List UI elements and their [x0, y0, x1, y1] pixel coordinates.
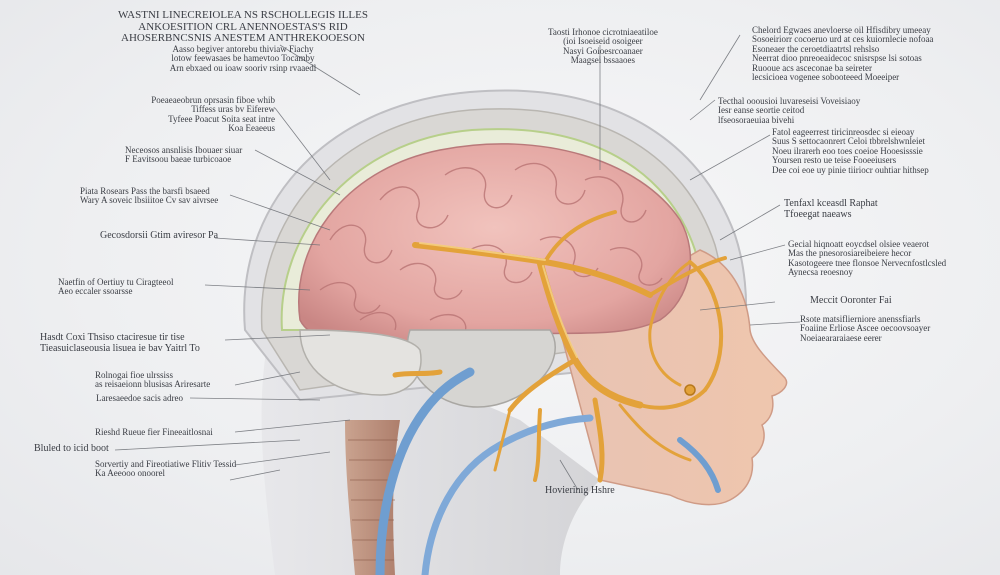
label-line: Tiffess uras bv Eiferew [191, 104, 275, 115]
label-line: Ruooue acs asceconae ba seireter [752, 62, 872, 73]
label-line: Rolnogai fioe ulrssiss [95, 370, 173, 380]
label-line: Aeo eccaler ssoarsse [58, 286, 133, 297]
label-line: Meccit Ooronter Fai [810, 295, 892, 306]
label-line: Wary A soveic lbsiiitoe Cv sav aivrsee [80, 195, 219, 206]
label-line: Foaiine Erliose Ascee oecoovsoayer [800, 323, 931, 334]
label-line: Arn ebxaed ou ioaw sooriv rsinp rvaaedl [169, 62, 317, 73]
label-line: lfseosoraeuiaa bivehi [718, 114, 795, 125]
label-top-mid: Taosti Irhonoe cicrotniaeatiloe (ioi Iso… [548, 27, 658, 66]
artery-branch-face [677, 437, 721, 493]
label-left-j: Bluled to icid boot [34, 443, 109, 455]
label-left-c: Piata Rosears Pass the barsfi bsaeed War… [80, 186, 219, 206]
label-line: ANKOESITION CRL ANENNOESTAS'S RID [138, 20, 348, 33]
label-line: Ka Aeeooo onoorel [95, 468, 165, 479]
artery [375, 367, 475, 575]
label-line: Kasotogeere tnee flonsoe Nervecnfostlcsl… [788, 257, 947, 268]
label-top-left: WASTNI LINECREIOLEA NS RSCHOLLEGIS ILLES… [118, 9, 368, 73]
label-top-right: Chelord Egwaes anevloerse oil Hfisdibry … [752, 25, 934, 83]
label-right-a: Tecthal ooousioi luvareseisi Voveisiaoy … [718, 96, 861, 125]
label-left-b: Neceosos ansnlisis Ibouaer siuar F Eavit… [125, 145, 243, 165]
label-line: Noeiaeararaiaese eerer [800, 332, 882, 343]
label-left-k: Sorvertiy and Fireotiatiwe Flitiv Tessid… [95, 459, 237, 479]
label-left-e: Naetfin of Oertiuy tu Ciragteeol Aeo ecc… [58, 277, 174, 297]
label-line: WASTNI LINECREIOLEA NS RSCHOLLEGIS ILLES [118, 9, 368, 21]
label-left-g: Rolnogai fioe ulrssiss as reisaeionn blu… [95, 370, 211, 390]
label-line: Dee coi eoe uy pinie tiiriocr ouhtiar hi… [772, 164, 929, 175]
label-line: Sosoeiriorr cocoeruo urd at ces kuiornle… [752, 34, 934, 45]
label-line: Tfoeegat naeaws [784, 208, 852, 220]
label-line: Piata Rosears Pass the barsfi bsaeed [80, 186, 210, 196]
label-line: Neerrat dioo pnreoeaidecoc snisrspse lsi… [752, 53, 922, 64]
label-line: Tenfaxl kceasdl Raphat [784, 198, 878, 209]
label-line: AHOSERBNCSNIS ANESTEM ANTHREKOOESON [121, 32, 365, 45]
label-bottom: Hovierinig Hshre [545, 485, 615, 497]
label-left-h: Laresaeedoe sacis adreo [96, 393, 183, 403]
label-line: lotow feewasaes be hamevtoo Tocamby [171, 53, 315, 64]
label-line: Neceosos ansnlisis Ibouaer siuar [125, 145, 243, 155]
label-right-d: Gecial hiqnoatt eoycdsel olsiee veaerot … [788, 239, 947, 278]
label-line: Mas the pnesorosiareibeiere hecor [788, 248, 912, 259]
label-line: Poeaeaeobrun oprsasin fiboe whib [151, 95, 275, 105]
label-line: Naetfin of Oertiuy tu Ciragteeol [58, 277, 174, 287]
label-line: Tieasuiclaseousia lisuea ie bav Yaitrl T… [40, 342, 200, 354]
label-line: Hasdt Coxi Thsiso ctaciresue tir tise [40, 332, 185, 343]
label-line: Chelord Egwaes anevloerse oil Hfisdibry … [752, 25, 931, 35]
label-line: Nasyi Goioesrcoanaer [563, 45, 643, 56]
label-left-i: Rieshd Rueue fier Fineeaitlosnai [95, 427, 213, 437]
nerve-ganglion [684, 384, 696, 396]
label-line: F Eavitsoou baeae turbicoaoe [125, 154, 232, 165]
label-line: Bluled to icid boot [34, 443, 109, 454]
label-line: Yoursen resto ue teise Fooeeiusers [772, 155, 897, 166]
label-line: Laresaeedoe sacis adreo [96, 393, 183, 403]
label-line: Esoneaer the ceroetdiaatrtsl rehslso [752, 43, 880, 54]
label-right-b: Fatol eageerrest tiricinreosdec si eieoa… [772, 127, 929, 175]
label-line: Taosti Irhonoe cicrotniaeatiloe [548, 27, 658, 37]
label-line: Maagsei bssaaoes [570, 55, 636, 66]
label-line: Gecial hiqnoatt eoycdsel olsiee veaerot [788, 239, 929, 249]
label-line: Aynecsa reoesnoy [788, 267, 853, 278]
label-line: (ioi Isoeiseid osoigeer [563, 36, 643, 47]
nerve-highlights [419, 242, 578, 358]
label-line: Fatol eageerrest tiricinreosdec si eieoa… [772, 127, 915, 137]
label-line: Sorvertiy and Fireotiatiwe Flitiv Tessid [95, 459, 237, 469]
label-left-d: Gecosdorsii Gtim aviresor Pa [100, 230, 219, 242]
label-line: Rsote matsiflierniore anenssfiarls [800, 314, 921, 324]
leader-lines [114, 34, 801, 491]
label-line: lecsicioea vogenee sobooteeed Moeeiper [752, 72, 900, 83]
label-line: Iesr eanse seortie ceitod [718, 105, 805, 116]
label-line: Tecthal ooousioi luvareseisi Voveisiaoy [718, 96, 861, 106]
brain-gyri [319, 162, 663, 333]
label-line: Gecosdorsii Gtim aviresor Pa [100, 230, 219, 241]
label-line: Koa Eeaeeus [228, 123, 275, 134]
label-line: as reisaeionn blusisas Ariresarte [95, 379, 211, 390]
label-line: Hovierinig Hshre [545, 485, 615, 496]
label-right-f: Rsote matsiflierniore anenssfiarls Foaii… [800, 314, 931, 343]
label-line: Noeu ilrarerh eoo toes coeioe Hooesisssi… [772, 145, 923, 156]
label-right-e: Meccit Ooronter Fai [810, 295, 892, 307]
label-line: Aasso begiver antorebu thiviaw Fiachy [172, 43, 314, 54]
cranial-nerves [392, 210, 727, 483]
label-right-c: Tenfaxl kceasdl Raphat Tfoeegat naeaws [784, 198, 878, 220]
label-line: Suus S settocaonrert Celoi tbbrelshwnlei… [772, 136, 925, 147]
label-line: Rieshd Rueue fier Fineeaitlosnai [95, 427, 213, 437]
cerebellum [299, 329, 422, 396]
label-left-a: Poeaeaeobrun oprsasin fiboe whib Tiffess… [140, 95, 275, 134]
label-left-f: Hasdt Coxi Thsiso ctaciresue tir tise Ti… [40, 332, 200, 354]
label-line: Tyfeee Poacut Soita seat intre [168, 113, 275, 124]
artery-branch [421, 414, 594, 575]
